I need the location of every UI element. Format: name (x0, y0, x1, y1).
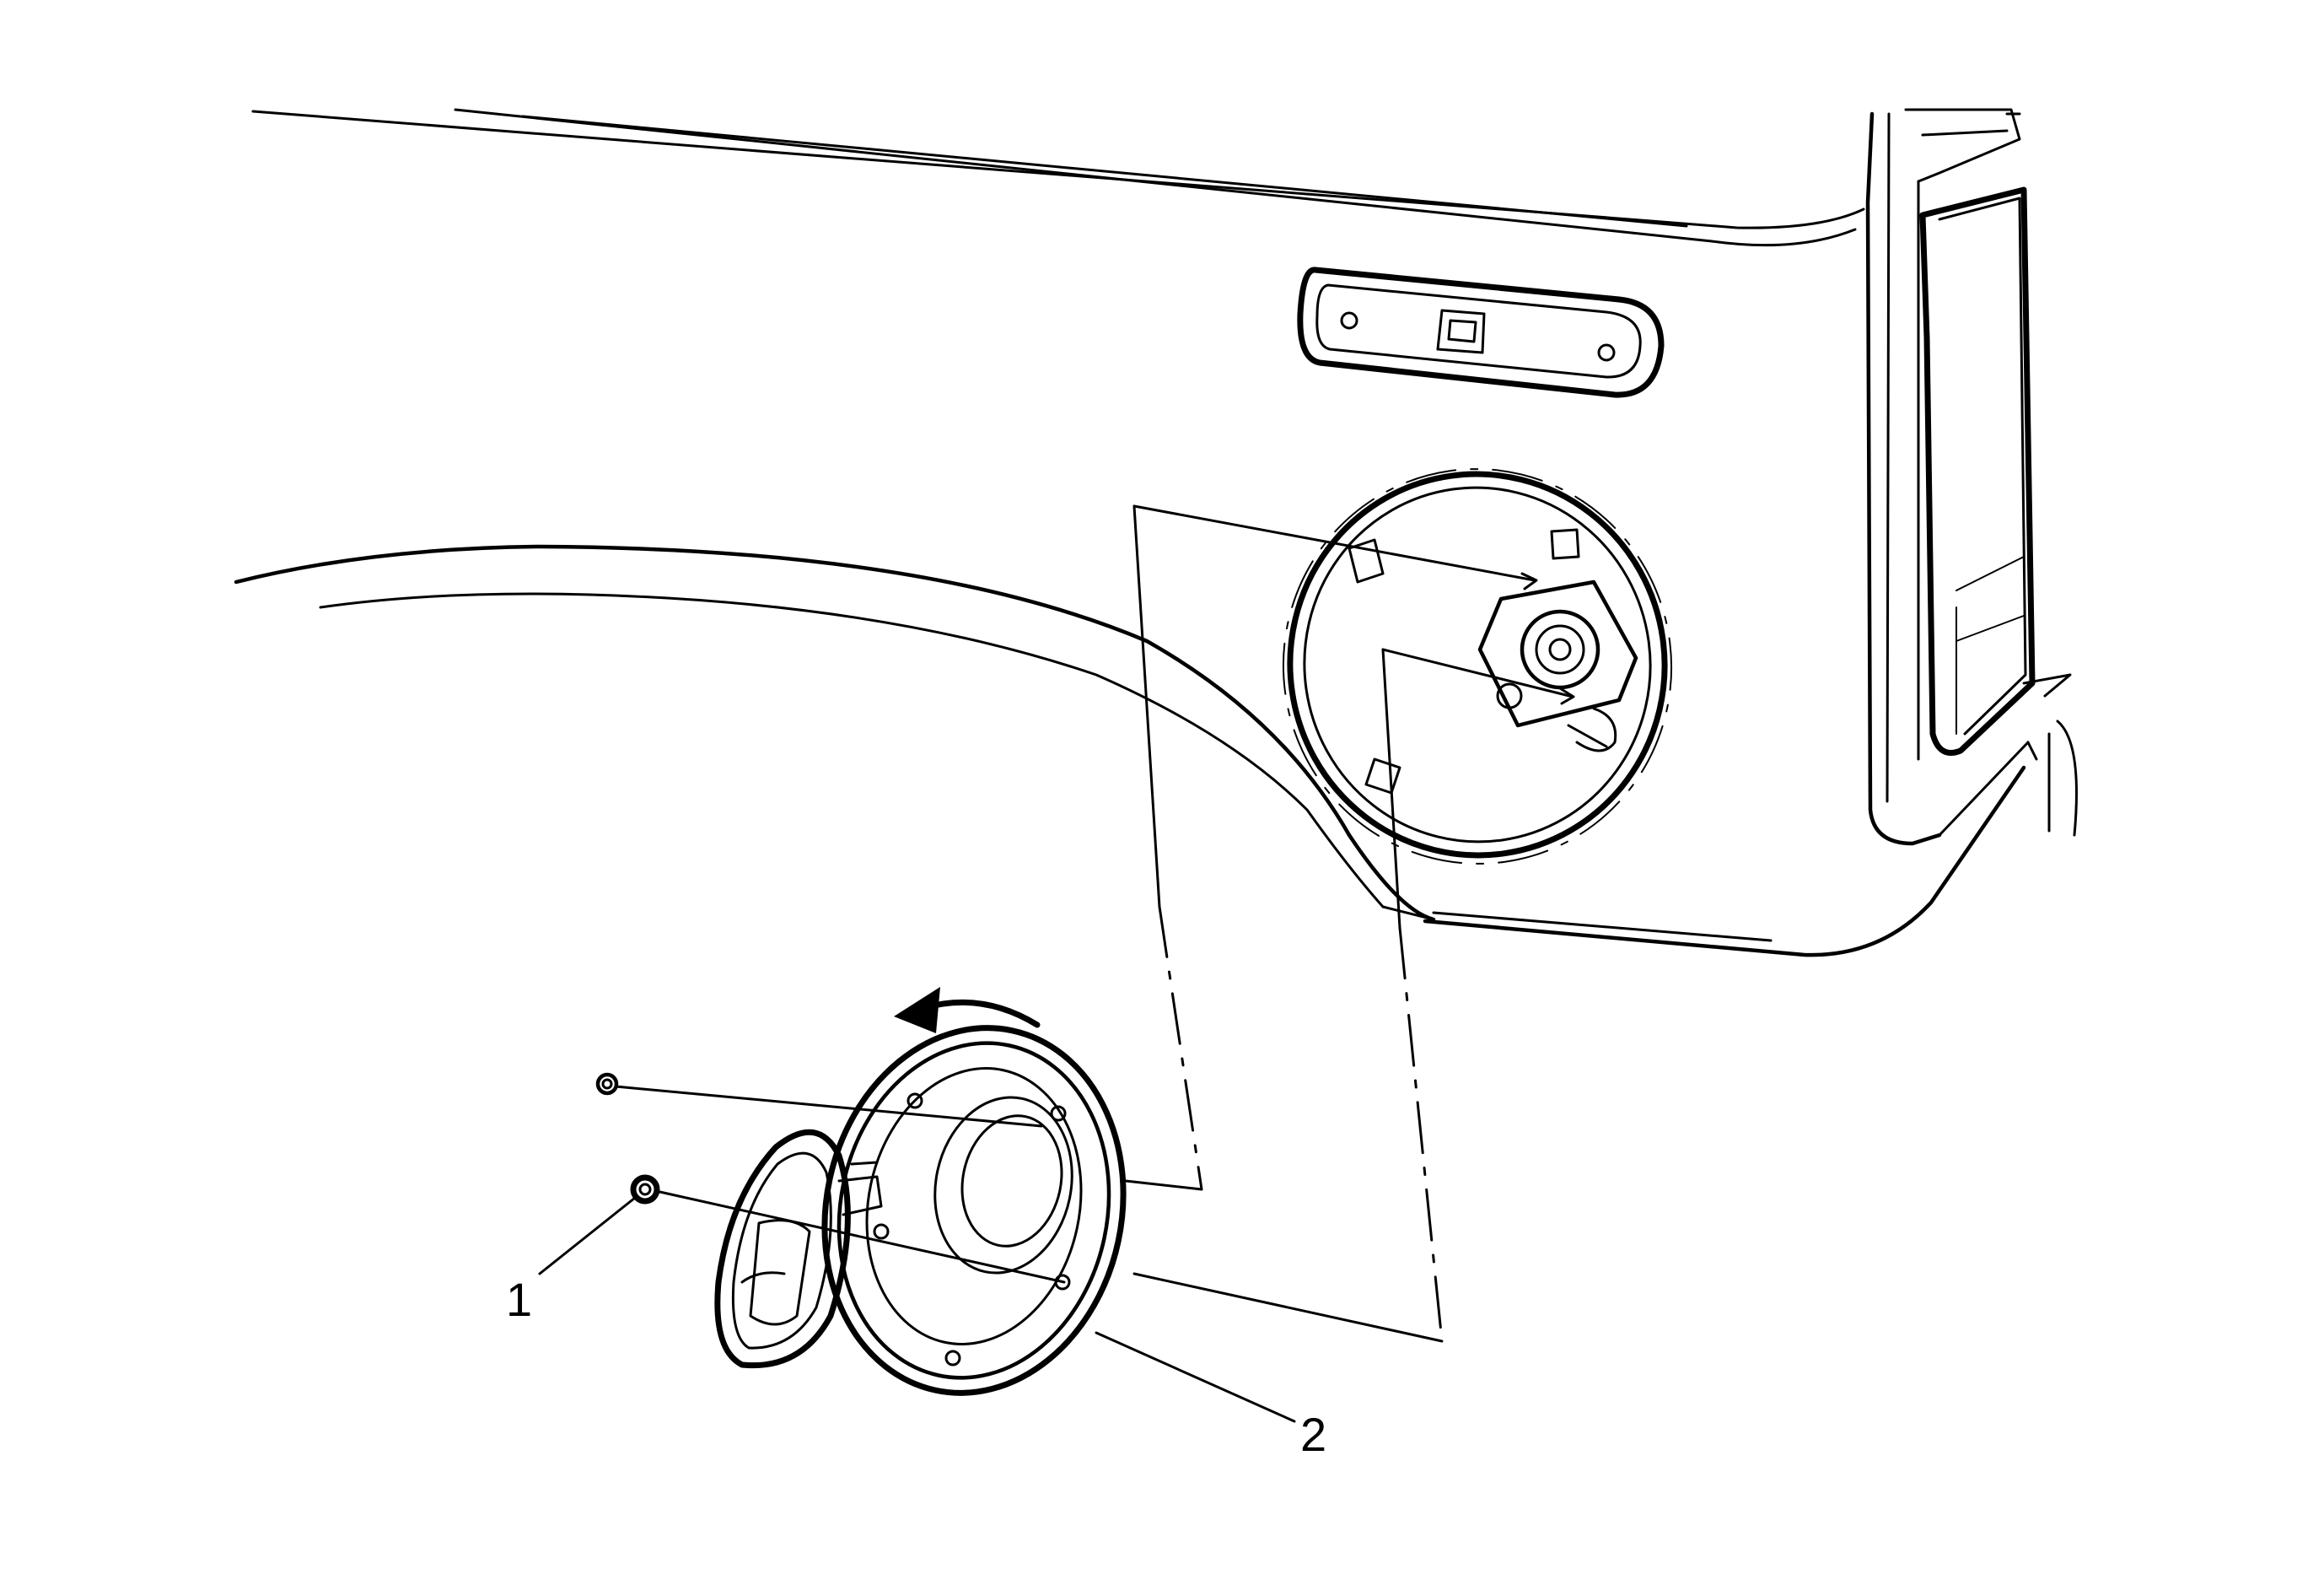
callout-2: 2 (1095, 1331, 1326, 1461)
vehicle-body (234, 108, 2078, 957)
callout-label-2: 2 (1300, 1408, 1326, 1461)
fuel-door-panel (714, 1129, 883, 1369)
side-marker-lamp (1297, 267, 1665, 398)
projection-lines (1124, 504, 1575, 1343)
rotation-arrow (894, 987, 1041, 1033)
callout-1: 1 (506, 1196, 637, 1326)
fasteners (595, 1072, 1066, 1284)
callout-label-1: 1 (506, 1273, 532, 1326)
fuel-door-opening (1282, 468, 1673, 865)
